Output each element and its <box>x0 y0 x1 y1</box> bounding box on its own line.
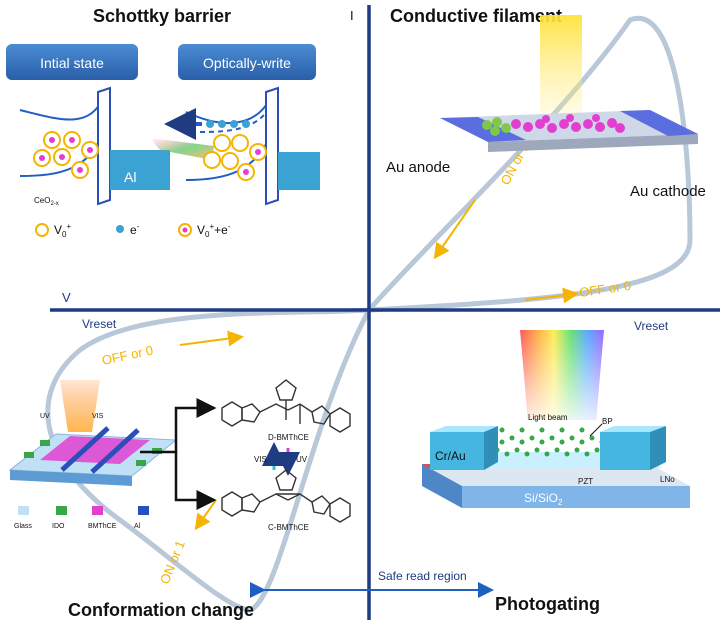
branch-line <box>140 398 217 454</box>
safe-read-label: Safe read region <box>378 569 467 583</box>
cr-au-electrode-top <box>430 426 498 432</box>
label-off-left: OFF or 0 <box>101 342 155 367</box>
legend-electron-label: e- <box>130 222 140 237</box>
lno-label: LNo <box>660 475 675 484</box>
vacancy-cluster-left <box>33 131 99 179</box>
label-off-right: OFF or 0 <box>578 278 632 300</box>
legend-electron-icon <box>116 225 124 233</box>
legend-swatch-bmthce <box>92 506 103 515</box>
substrate-front <box>462 486 690 508</box>
legend-label-ido: IDO <box>52 523 65 530</box>
vacancy-cluster-right <box>203 134 267 181</box>
title-schottky-barrier: Schottky barrier <box>93 6 231 26</box>
al-electrode-1 <box>60 426 110 472</box>
optically-write-button <box>178 44 316 80</box>
initial-state-button <box>6 44 138 80</box>
filament-substrate-side <box>488 134 698 152</box>
legend-vacancy-icon <box>35 223 49 237</box>
legend-trapped-core <box>182 227 188 233</box>
light-beam-yellow <box>540 15 582 115</box>
conformation-panel: UV VIS D-BMThCE VIS UV <box>8 379 351 532</box>
arrow-on-bottom <box>194 499 217 531</box>
schottky-panel: Intial state Optically-write Al CeO2-x <box>6 44 320 239</box>
hysteresis-loop <box>45 15 693 613</box>
barrier-wall-left <box>97 86 111 206</box>
filament-particles <box>482 114 625 136</box>
arrow-off-right <box>524 287 579 304</box>
right-electrode-top <box>600 426 666 432</box>
electron-row <box>206 120 250 128</box>
au-cathode-label: Au cathode <box>630 183 706 200</box>
metal-block-right <box>278 152 320 190</box>
au-cathode-pad <box>620 110 698 136</box>
al-electrode-2 <box>90 428 140 474</box>
molecule-open <box>221 379 351 433</box>
legend-label-al: Al <box>134 523 141 530</box>
arrow-on-top <box>433 199 476 260</box>
filament-panel: Au anode Au cathode <box>386 15 706 200</box>
ido-pad-3 <box>136 460 146 466</box>
title-photogating: Photogating <box>495 594 600 614</box>
legend-swatch-ido <box>56 506 67 515</box>
right-electrode-side <box>650 426 666 470</box>
x-axis-label: V <box>62 290 71 305</box>
pzt-label: PZT <box>578 477 593 486</box>
legend-swatch-al <box>138 506 149 515</box>
optical-write-beam <box>150 138 214 160</box>
al-metal-block <box>110 150 170 190</box>
band-curve-upper-right <box>185 94 273 124</box>
legend-label-bmthce: BMThCE <box>88 523 117 530</box>
glass-substrate-edge <box>10 470 132 486</box>
switch-uv-label: UV <box>296 455 308 464</box>
conformation-legend: Glass IDO BMThCE Al <box>14 506 149 530</box>
substrate-side <box>422 464 462 508</box>
photogating-panel: Cr/Au Light beam BP PZT LNo Si/SiO2 <box>422 330 690 508</box>
au-anode-label: Au anode <box>386 159 450 176</box>
arrow-off-left <box>179 330 244 347</box>
vis-beam-label: VIS <box>92 413 104 420</box>
ido-pad-2 <box>40 440 50 446</box>
y-axis-label: I <box>350 8 354 23</box>
initial-state-label: Intial state <box>40 55 104 71</box>
right-electrode <box>600 432 650 470</box>
switch-vis-label: VIS <box>254 455 267 464</box>
label-on-bottom: ON or 1 <box>157 538 188 586</box>
al-label: Al <box>124 169 136 185</box>
mol-open-label: D-BMThCE <box>268 433 309 442</box>
molecule-closed <box>221 469 351 523</box>
uv-beam-label: UV <box>40 413 50 420</box>
ceo-label: CeO2-x <box>34 196 59 207</box>
cr-au-electrode <box>430 432 484 470</box>
legend-swatch-glass <box>18 506 29 515</box>
branch-line-lower <box>174 452 217 510</box>
title-conformation-change: Conformation change <box>68 600 254 620</box>
optically-write-label: Optically-write <box>203 55 291 71</box>
vreset-right: Vreset <box>634 319 669 333</box>
au-anode-pad <box>440 117 526 142</box>
band-curve-upper-left <box>19 95 105 121</box>
title-conductive-filament: Conductive filament <box>390 6 562 26</box>
legend-vacancy-label: V0+ <box>54 222 71 239</box>
cr-au-label: Cr/Au <box>435 449 466 463</box>
bp-pointer <box>589 423 603 437</box>
bp-label: BP <box>602 417 613 426</box>
vreset-left: Vreset <box>82 317 117 331</box>
orange-beam <box>60 380 100 432</box>
legend-trapped-label: V0++e- <box>197 222 231 239</box>
mol-closed-label: C-BMThCE <box>268 523 309 532</box>
legend-label-glass: Glass <box>14 523 32 530</box>
substrate-label: Si/SiO2 <box>524 491 563 507</box>
rainbow-beam-fade <box>520 330 604 420</box>
cr-au-electrode-side <box>484 426 498 470</box>
ido-pad-1 <box>24 452 34 458</box>
light-beam-label: Light beam <box>528 413 568 422</box>
barrier-wall-right <box>265 86 279 206</box>
